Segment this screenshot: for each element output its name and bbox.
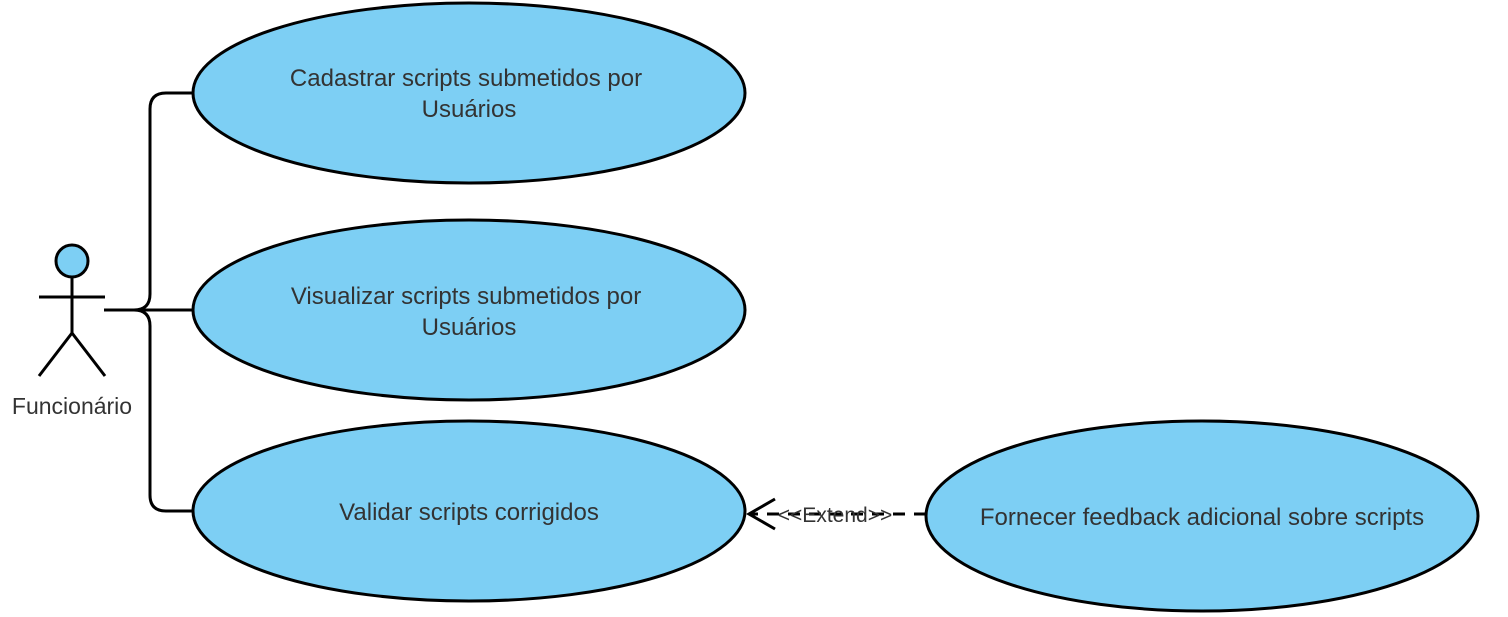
use-case-label: Validar scripts corrigidos	[339, 499, 599, 526]
extend-arrowhead-icon	[745, 497, 776, 531]
use-case-label-line1: Cadastrar scripts submetidos por	[290, 65, 642, 92]
association-line-top	[133, 91, 194, 312]
use-case-label: Fornecer feedback adicional sobre script…	[980, 504, 1424, 531]
use-case-ellipse	[191, 218, 747, 402]
actor-left-leg	[37, 332, 74, 377]
association-line-bottom	[133, 308, 194, 513]
extend-label: <<Extend>>	[778, 504, 892, 527]
use-case-label-line1: Visualizar scripts submetidos por	[291, 283, 641, 310]
associations	[104, 91, 194, 513]
use-case-label-line2: Usuários	[422, 96, 517, 123]
use-case-ellipse	[191, 419, 747, 603]
actor-head	[54, 243, 90, 279]
extend-relationship[interactable]: <<Extend>>	[745, 497, 926, 531]
use-case-ellipse	[191, 1, 747, 185]
use-case-visualizar-scripts[interactable]: Visualizar scripts submetidos por Usuári…	[191, 218, 747, 402]
actor-label: Funcionário	[12, 393, 132, 419]
use-case-ellipse	[924, 419, 1480, 613]
actor-funcionario[interactable]: Funcionário	[12, 243, 132, 419]
actor-right-leg	[70, 332, 107, 377]
use-case-cadastrar-scripts[interactable]: Cadastrar scripts submetidos por Usuário…	[191, 1, 747, 185]
use-case-fornecer-feedback[interactable]: Fornecer feedback adicional sobre script…	[924, 419, 1480, 613]
use-case-label-line2: Usuários	[422, 314, 517, 341]
use-case-validar-scripts[interactable]: Validar scripts corrigidos	[191, 419, 747, 603]
